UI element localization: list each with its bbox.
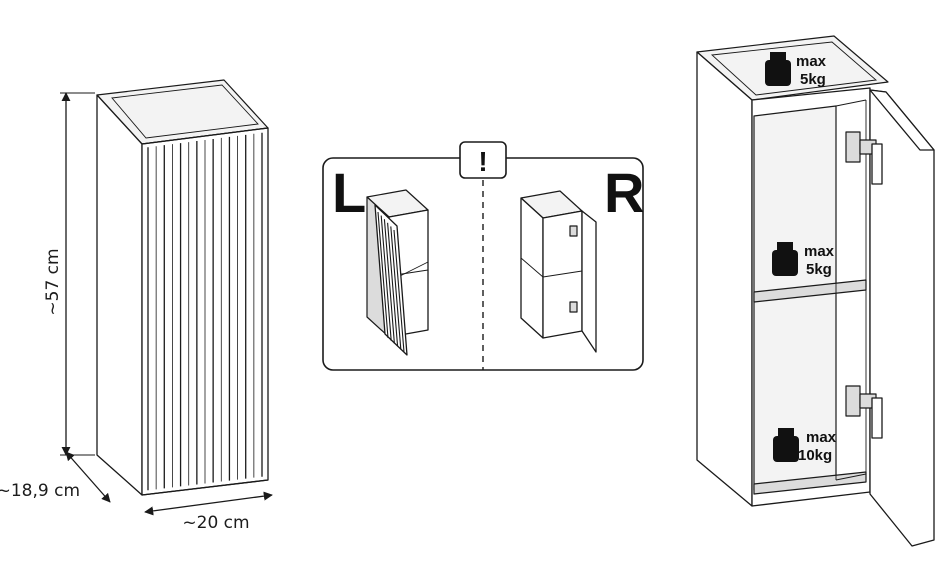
weight-icon — [765, 52, 791, 86]
depth-label: ~18,9 cm — [0, 481, 80, 501]
mini-flute-line — [390, 226, 402, 350]
left-hinge-label: L — [332, 161, 366, 224]
right-hinged-cabinet — [520, 190, 597, 353]
bottom-load-weight: 10kg — [798, 447, 832, 464]
middle-load-label: max — [804, 243, 835, 260]
depth-dimension-line — [65, 451, 111, 503]
door-flutes — [147, 132, 263, 491]
mini-flute-line — [393, 229, 405, 353]
top-load-label: max — [796, 53, 827, 70]
hinge-icon — [569, 225, 578, 237]
mini-flute-line — [383, 219, 395, 344]
right-open-door — [581, 210, 597, 353]
width-dimension-line — [144, 491, 273, 516]
mini-flute-line — [377, 211, 389, 339]
cabinet-left-side — [696, 51, 753, 507]
notice-symbol: ! — [478, 146, 487, 177]
middle-load-weight: 5kg — [806, 261, 832, 278]
hinge-icon — [569, 301, 578, 313]
hinge-icon — [845, 131, 883, 185]
mini-flute-line — [387, 222, 399, 347]
exclamation-icon — [459, 141, 507, 179]
bottom-load-label: max — [806, 429, 837, 446]
door-orientation-panel: ! L R — [322, 141, 644, 371]
top-load-weight: 5kg — [800, 71, 826, 88]
right-hinge-label: R — [604, 161, 644, 224]
mini-flute-line — [380, 215, 392, 341]
bottom-shelf — [753, 471, 867, 495]
width-label: ~20 cm — [182, 513, 249, 533]
hinge-icon — [845, 385, 883, 439]
dimensioned-cabinet: ~57 cm ~18,9 cm ~20 cm — [0, 79, 273, 533]
cabinet-side-panel — [96, 94, 143, 496]
height-label: ~57 cm — [43, 248, 63, 315]
weight-icon — [773, 428, 799, 462]
load-limits-cabinet: max 5kg max 5kg max 10kg — [696, 35, 935, 547]
weight-icon — [772, 242, 798, 276]
left-hinged-cabinet — [366, 189, 429, 356]
